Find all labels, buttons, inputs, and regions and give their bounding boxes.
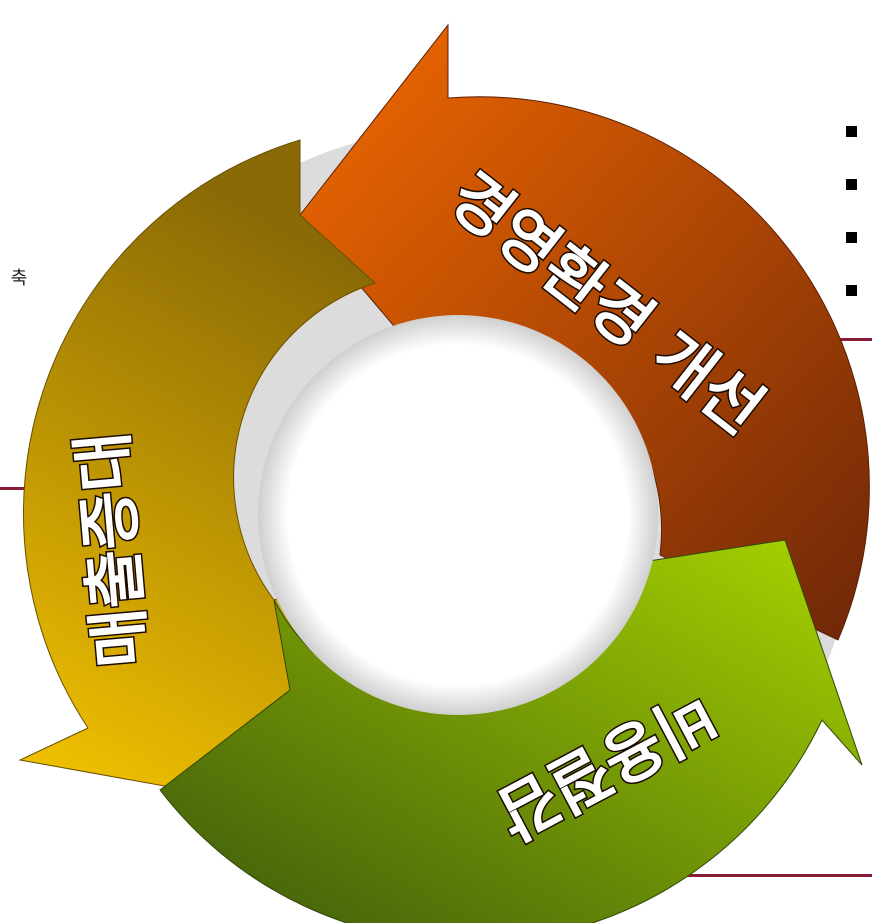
bullet-marker	[846, 232, 857, 243]
segment-label-yellow: 매출증대	[67, 429, 161, 670]
left-edge-text: 축	[7, 268, 28, 286]
right-bottom-rule	[640, 874, 872, 877]
bullet-marker	[846, 285, 857, 296]
left-rule	[0, 487, 44, 490]
bullet-marker	[846, 179, 857, 190]
right-top-rule	[830, 338, 872, 341]
center-hole	[258, 315, 658, 715]
right-bullet-list	[846, 126, 866, 338]
bullet-marker	[846, 126, 857, 137]
